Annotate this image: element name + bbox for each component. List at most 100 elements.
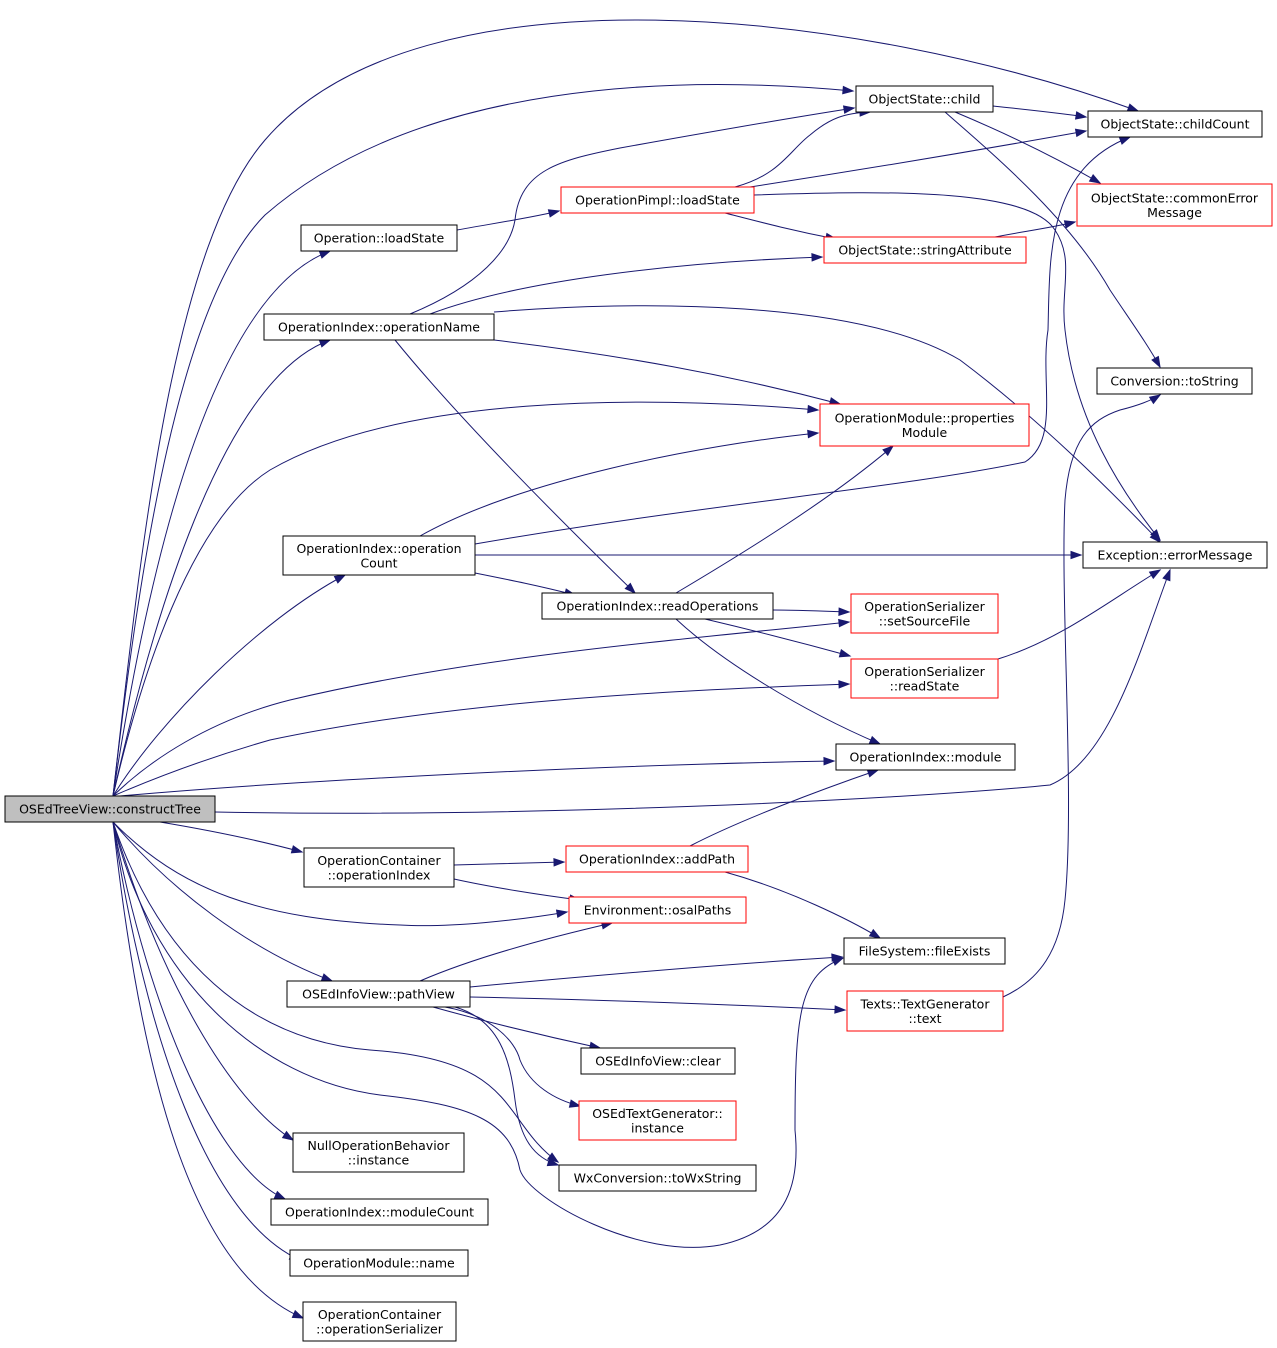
node-label: OperationIndex::addPath xyxy=(579,852,735,867)
arrowhead-icon xyxy=(868,928,882,939)
edge-opPimpl_loadState-to-objState_stringAttribute xyxy=(724,212,838,242)
node-box xyxy=(846,990,1004,1032)
edge-opIdx_readOperations-to-opSer_setSourceFile xyxy=(772,607,851,616)
edge-line xyxy=(704,618,851,657)
edge-osEdInfoView_pathView-to-wxConv_toWxString xyxy=(454,1006,560,1167)
node-label: OSEdTextGenerator:: xyxy=(592,1106,723,1121)
edge-line xyxy=(456,210,560,231)
node-objstate-stringattribute[interactable]: ObjectState::stringAttribute xyxy=(823,236,1027,264)
edge-line xyxy=(112,821,568,927)
node-texts-textgenerator-text[interactable]: Texts::TextGenerator::text xyxy=(846,990,1004,1032)
node-label: ::instance xyxy=(348,1152,410,1167)
edge-line xyxy=(112,821,286,1200)
edge-line xyxy=(112,84,854,797)
edge-line xyxy=(954,111,1101,184)
arrowhead-icon xyxy=(320,973,334,982)
node-box xyxy=(1082,541,1268,569)
node-opmodule-name[interactable]: OperationModule::name xyxy=(289,1249,469,1277)
arrowhead-icon xyxy=(1149,531,1162,544)
node-osedtextgen-instance[interactable]: OSEdTextGenerator::instance xyxy=(578,1100,737,1141)
node-fs-fileexists[interactable]: FileSystem::fileExists xyxy=(843,937,1006,965)
edge-op_loadState-to-opPimpl_loadState xyxy=(456,209,561,231)
edge-constructTree-to-objState_child xyxy=(112,84,855,797)
edge-line xyxy=(493,339,841,405)
arrowhead-icon xyxy=(1148,394,1162,405)
node-opcont-operationindex[interactable]: OperationContainer::operationIndex xyxy=(303,847,455,888)
edge-line xyxy=(444,1006,581,1107)
node-label: WxConversion::toWxString xyxy=(574,1171,742,1186)
node-label: Exception::errorMessage xyxy=(1098,548,1253,563)
node-box xyxy=(843,937,1006,965)
node-box xyxy=(270,1198,489,1226)
edge-line xyxy=(112,574,346,797)
arrowhead-icon xyxy=(807,404,820,414)
node-opidx-addpath[interactable]: OperationIndex::addPath xyxy=(565,845,749,873)
node-box xyxy=(568,896,747,924)
node-box xyxy=(289,1249,469,1277)
node-opser-readstate[interactable]: OperationSerializer::readState xyxy=(850,658,999,699)
node-opidx-operationname[interactable]: OperationIndex::operationName xyxy=(263,313,495,341)
edge-opPimpl_loadState-to-objState_childCount xyxy=(749,128,1088,188)
node-objstate-child[interactable]: ObjectState::child xyxy=(855,85,994,113)
node-opidx-module[interactable]: OperationIndex::module xyxy=(835,743,1016,771)
node-constructtree[interactable]: OSEdTreeView::constructTree xyxy=(4,795,216,823)
node-osedinfoview-clear[interactable]: OSEdInfoView::clear xyxy=(580,1047,736,1075)
node-label: OperationIndex::operation xyxy=(296,541,461,556)
edge-line xyxy=(453,861,565,866)
edge-constructTree-to-opCont_operationSerializer xyxy=(112,821,305,1319)
arrowhead-icon xyxy=(318,339,332,348)
node-oppimpl-loadstate[interactable]: OperationPimpl::loadState xyxy=(560,186,755,214)
arrowhead-icon xyxy=(273,1190,287,1200)
arrowhead-icon xyxy=(1074,128,1088,138)
node-box xyxy=(850,658,999,699)
edge-opIdx_operationName-to-objState_stringAttribute xyxy=(429,253,824,315)
node-label: Conversion::toString xyxy=(1110,374,1238,389)
edge-constructTree-to-op_loadState xyxy=(112,250,332,797)
node-exception-errormessage[interactable]: Exception::errorMessage xyxy=(1082,541,1268,569)
node-osedinfoview-pathview[interactable]: OSEdInfoView::pathView xyxy=(286,980,471,1008)
edge-line xyxy=(474,572,576,596)
edge-line xyxy=(394,339,636,594)
arrowhead-icon xyxy=(281,1130,295,1141)
arrowhead-icon xyxy=(868,735,882,745)
node-opidx-modulecount[interactable]: OperationIndex::moduleCount xyxy=(270,1198,489,1226)
edge-line xyxy=(119,760,835,797)
node-box xyxy=(292,1132,465,1173)
edge-line xyxy=(724,871,881,939)
edge-line xyxy=(409,107,855,315)
node-label: Module xyxy=(902,425,948,440)
edge-line xyxy=(469,996,846,1011)
edge-osEdInfoView_pathView-to-env_osalPaths xyxy=(419,921,614,982)
edge-line xyxy=(112,821,559,1163)
node-opser-setsourcefile[interactable]: OperationSerializer::setSourceFile xyxy=(850,593,999,634)
arrowhead-icon xyxy=(838,607,851,616)
node-objstate-childcount[interactable]: ObjectState::childCount xyxy=(1087,110,1263,138)
node-label: ::operationIndex xyxy=(328,867,431,882)
arrowhead-icon xyxy=(811,253,824,262)
arrowhead-icon xyxy=(1070,550,1083,560)
arrowhead-icon xyxy=(1162,568,1171,582)
node-op-loadstate[interactable]: Operation::loadState xyxy=(300,224,458,252)
node-box xyxy=(1076,183,1273,227)
node-opidx-readoperations[interactable]: OperationIndex::readOperations xyxy=(541,592,774,620)
node-label: Message xyxy=(1147,205,1202,220)
node-conversion-tostring[interactable]: Conversion::toString xyxy=(1096,367,1253,395)
node-box xyxy=(263,313,495,341)
edge-opIdx_operationCount-to-exception_errorMessage xyxy=(475,550,1083,560)
arrowhead-icon xyxy=(1088,174,1102,184)
node-label: Texts::TextGenerator xyxy=(860,996,991,1011)
node-nullopbehavior-instance[interactable]: NullOperationBehavior::instance xyxy=(292,1132,465,1173)
arrowhead-icon xyxy=(318,250,332,259)
node-label: OperationIndex::readOperations xyxy=(557,599,759,614)
node-env-osalpaths[interactable]: Environment::osalPaths xyxy=(568,896,747,924)
edge-objState_stringAttribute-to-objState_commonErrorMessage xyxy=(994,220,1077,238)
edge-line xyxy=(112,683,850,797)
edge-constructTree-to-opModule_propertiesModule xyxy=(112,401,820,797)
node-wxconv-towxstring[interactable]: WxConversion::toWxString xyxy=(558,1164,757,1192)
node-opcont-operationserializer[interactable]: OperationContainer::operationSerializer xyxy=(302,1301,457,1342)
edge-line xyxy=(675,445,894,594)
node-box xyxy=(558,1164,757,1192)
